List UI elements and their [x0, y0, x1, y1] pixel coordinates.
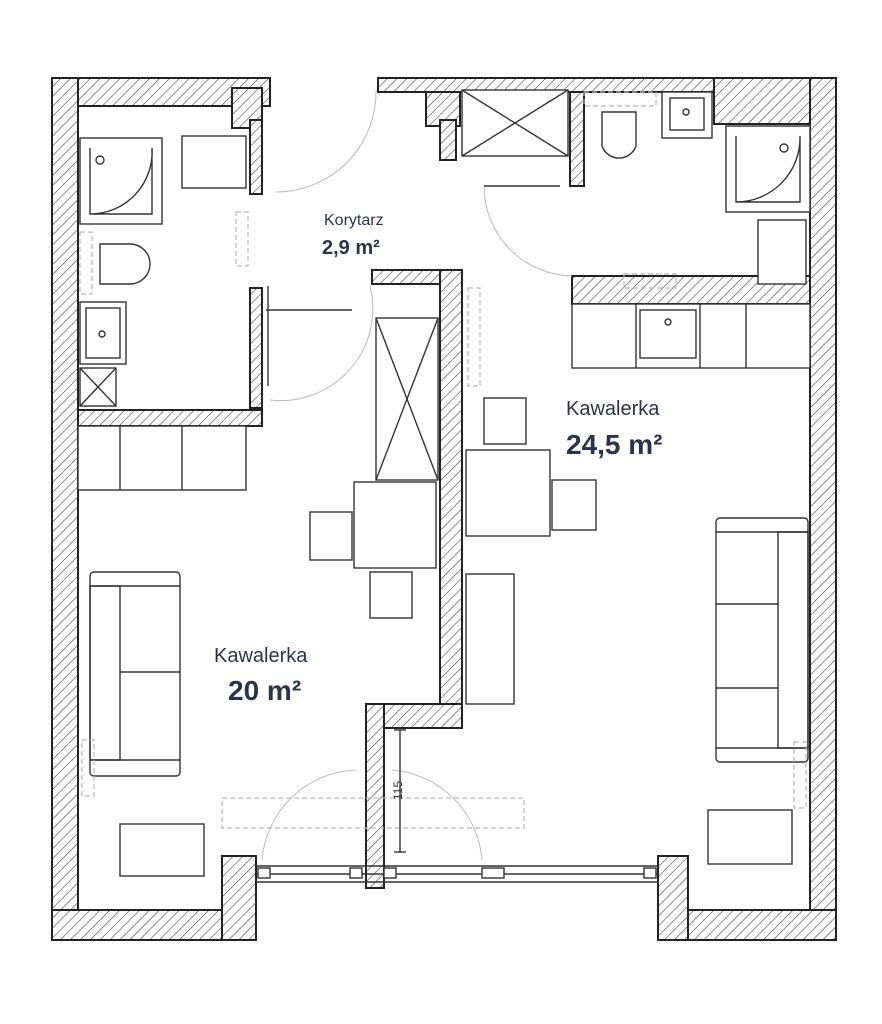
toilet-right	[601, 111, 637, 159]
wall-bath-left-bottom	[77, 409, 263, 427]
sofa-right	[715, 517, 809, 763]
kitchen-left	[77, 425, 247, 491]
bathroom-right	[461, 89, 811, 289]
wall-partition-lower	[365, 703, 385, 889]
outer-walls	[51, 77, 837, 941]
furniture-left	[81, 481, 437, 877]
chair-left-2	[369, 571, 413, 619]
corridor-name: Korytarz	[324, 212, 384, 229]
shower-right	[725, 125, 811, 213]
dimension-line: 115	[391, 729, 406, 853]
kitchen-counter-left	[77, 425, 247, 491]
washer-right	[757, 219, 807, 285]
pillar-bottom-right	[657, 855, 689, 941]
toilet-left	[99, 243, 151, 285]
washer-left	[181, 135, 247, 189]
studio-right-area: 24,5 m²	[566, 429, 663, 460]
interior-walls	[77, 87, 811, 889]
sofa-left	[89, 571, 181, 777]
wardrobe	[375, 287, 481, 481]
tv-stand-right	[465, 573, 515, 705]
wall-bath-left-lower	[249, 287, 263, 409]
chair-right-2	[551, 479, 597, 531]
tv-stand-left	[119, 823, 205, 877]
table-left	[353, 481, 437, 569]
bathroom-left	[79, 135, 249, 407]
wall-shaft-lower	[439, 119, 457, 161]
chair-left-1	[309, 511, 353, 561]
furniture-right	[465, 397, 809, 865]
cabinet-right	[707, 809, 793, 865]
wall-bath-left-top	[231, 87, 263, 129]
table-right	[465, 449, 551, 537]
corridor-area: 2,9 m²	[322, 237, 380, 259]
room-labels: Korytarz 2,9 m² Kawalerka 24,5 m² Kawale…	[214, 212, 663, 706]
shower-left	[79, 137, 163, 225]
wall-right	[809, 77, 837, 941]
pillar-bottom-left	[221, 855, 257, 941]
door-swings	[266, 89, 573, 402]
wall-bath-left-upper	[249, 119, 263, 195]
wall-partition-upper	[439, 269, 463, 707]
wall-left	[51, 77, 79, 941]
balcony-window	[221, 769, 658, 883]
chair-right-1	[483, 397, 527, 445]
wall-bath-right-left	[569, 91, 585, 187]
sink-left	[79, 301, 127, 365]
studio-left-area: 20 m²	[228, 675, 301, 706]
dimension-label: 115	[391, 781, 405, 800]
kitchen-right	[571, 303, 811, 369]
studio-left-name: Kawalerka	[214, 645, 308, 667]
studio-right-name: Kawalerka	[566, 398, 660, 420]
